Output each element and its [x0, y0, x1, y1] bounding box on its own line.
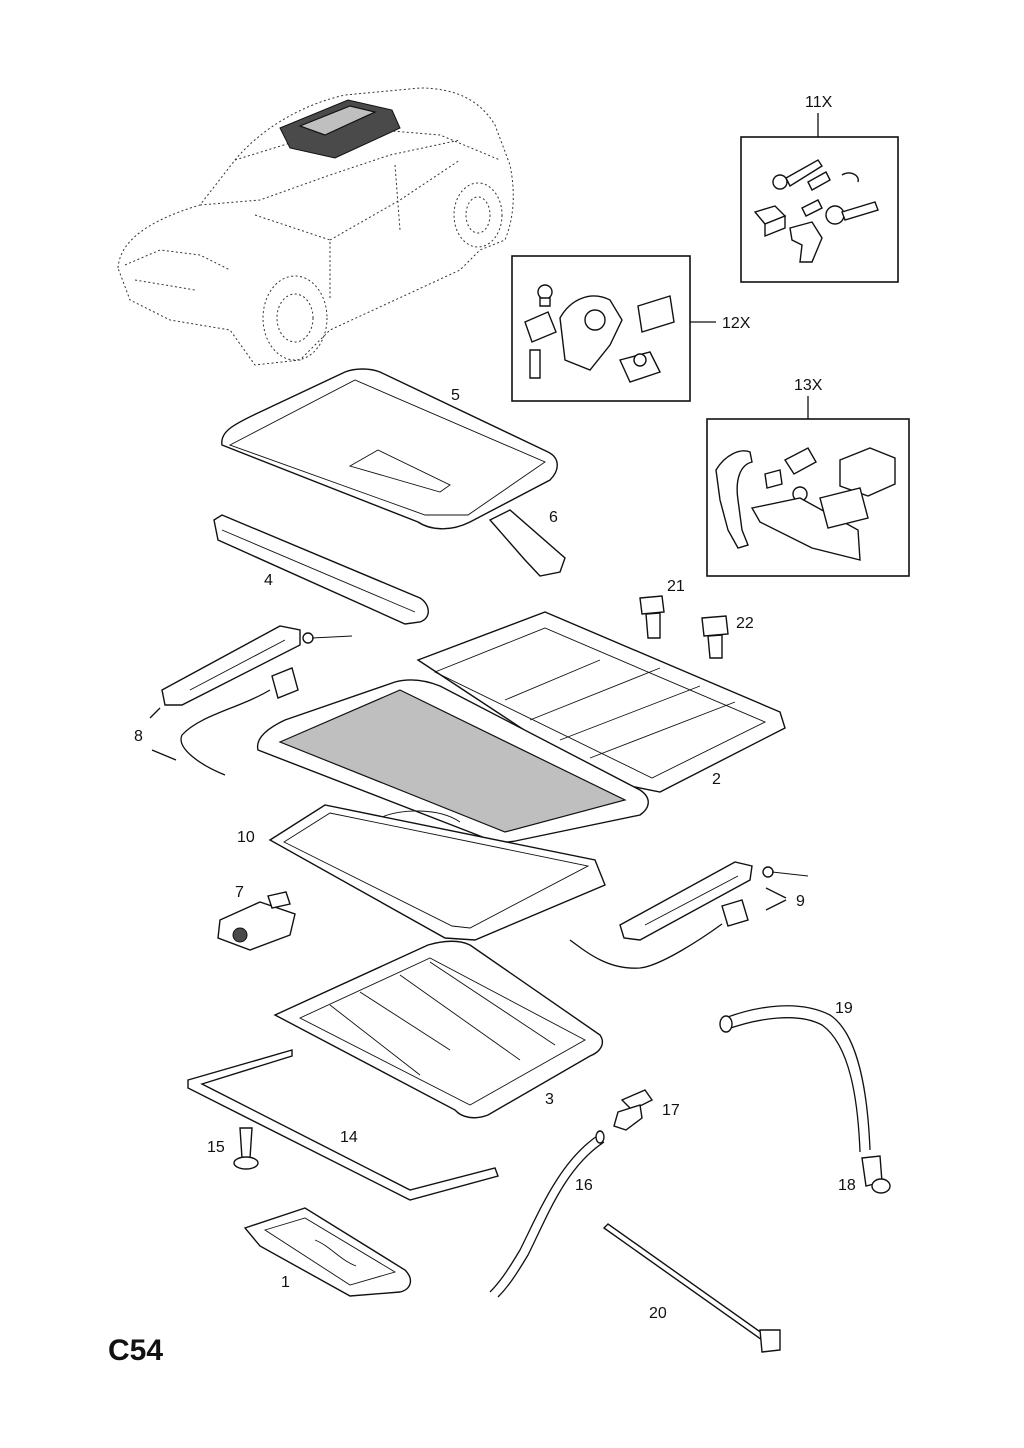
kit-box-11x	[740, 113, 899, 283]
callout-4: 4	[264, 572, 273, 589]
kit-box-13x	[706, 396, 910, 577]
glass-panel-5	[221, 368, 558, 530]
callout-labels: 1 2 3 4 5 6 7 8 9 10 11X 12X 13X 14 15 1…	[108, 94, 856, 1367]
switch-panel-1	[243, 1207, 412, 1297]
drain-elbow-17	[613, 1089, 654, 1131]
callout-3: 3	[545, 1091, 554, 1108]
trim-strip-14	[187, 1049, 499, 1201]
clip-15	[233, 1127, 259, 1170]
callout-10: 10	[237, 829, 255, 846]
sunroof-frame-2	[256, 611, 786, 843]
motor-7	[217, 891, 296, 951]
callout-16: 16	[575, 1177, 593, 1194]
callout-22: 22	[736, 615, 754, 632]
callout-14: 14	[340, 1129, 358, 1146]
guide-rail-6	[488, 509, 566, 577]
callout-21: 21	[667, 578, 685, 595]
callout-17: 17	[662, 1102, 680, 1119]
vehicle-outline	[117, 87, 514, 366]
page-id-label: C54	[108, 1334, 163, 1367]
screw-22	[701, 615, 729, 659]
drain-fitting-18	[861, 1155, 891, 1194]
callout-20: 20	[649, 1305, 667, 1322]
callout-5: 5	[451, 387, 460, 404]
seal-frame-10	[268, 804, 606, 941]
cable-tie-20	[602, 1223, 781, 1353]
kit-box-12x	[511, 255, 716, 402]
callout-8: 8	[134, 728, 143, 745]
callout-15: 15	[207, 1139, 225, 1156]
drain-hose-16	[489, 1130, 605, 1298]
callout-11x: 11X	[805, 94, 833, 111]
callout-9: 9	[796, 893, 805, 910]
callout-19: 19	[835, 1000, 853, 1017]
drain-hose-19	[719, 1005, 871, 1153]
screw-21	[639, 595, 665, 639]
callout-12x: 12X	[722, 315, 751, 332]
wind-deflector-4	[213, 514, 429, 625]
callout-2: 2	[712, 771, 721, 788]
sunshade-3	[273, 940, 604, 1119]
callout-1: 1	[281, 1274, 290, 1291]
callout-6: 6	[549, 509, 558, 526]
callout-7: 7	[235, 884, 244, 901]
callout-18: 18	[838, 1177, 856, 1194]
drive-mechanism-8	[149, 625, 353, 776]
drive-mechanism-9	[569, 861, 809, 969]
callout-13x: 13X	[794, 377, 823, 394]
